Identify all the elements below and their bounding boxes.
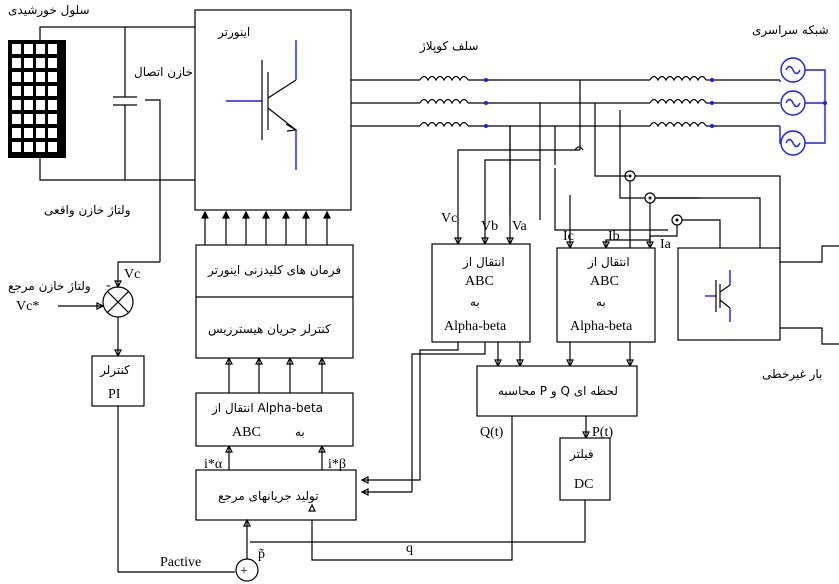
tr1-line1: انتقال از (462, 255, 505, 270)
dc-filter-block (559, 437, 611, 501)
actual-cap-voltage-label: ولتاژ خازن واقعی (44, 203, 131, 218)
vc-star-label: Vc* (16, 299, 39, 314)
tr1-line4: Alpha-beta (444, 319, 507, 334)
inv-transform-line2: ABC (232, 425, 261, 440)
tr1-line3: به (470, 295, 480, 309)
grid-inductor (649, 75, 707, 128)
ia-sense-label: Ia (660, 237, 672, 252)
inverter-block (194, 9, 352, 211)
ac-source-icon (780, 57, 806, 156)
pq-calculation-block (476, 365, 638, 417)
ic-sense-label: Ic (563, 229, 574, 244)
q-label: q (406, 541, 413, 556)
igbt-symbol-icon (226, 40, 298, 170)
solar-panel-icon (8, 40, 66, 158)
switching-arrows (201, 210, 331, 245)
inv-transform-line1: انتقال از Alpha-beta (211, 401, 323, 416)
abc-to-alphabeta-voltage-block (431, 243, 531, 343)
ref-cap-voltage-label: ولتاژ خازن مرجع (8, 279, 91, 294)
p-tilde-label: p̃ (258, 547, 265, 562)
i-beta-label: i*β (328, 457, 346, 472)
tr2-line4: Alpha-beta (570, 319, 633, 334)
i-alpha-label: i*α (204, 457, 223, 472)
pq-calc-label: محاسبه P و Q لحظه ای (498, 384, 618, 399)
abc-to-alphabeta-current-block (556, 247, 656, 343)
reference-currents-block (195, 469, 357, 521)
inv-transform-line3: به (295, 425, 305, 439)
solar-cell-label: سلول خورشیدی (8, 3, 90, 18)
va-sense-label-vc: Vc (441, 211, 457, 226)
hysteresis-label: کنترلر جریان هیسترزیس (208, 322, 331, 337)
qt-label: Q(t) (480, 425, 504, 440)
minus-sign: - (106, 278, 111, 293)
tr2-line1: انتقال از (587, 255, 630, 270)
link-capacitor-label: خازن اتصال (134, 65, 193, 80)
nonlinear-load-block (677, 247, 781, 341)
coupling-inductor-label: سلف کوپلاژ (419, 39, 478, 54)
grid-label: شبکه سراسری (752, 23, 829, 38)
tr2-line3: به (596, 295, 606, 309)
pi-label-line1: کنترلر (99, 363, 130, 378)
plus-sign: + (240, 564, 248, 579)
alphabeta-to-abc-block (195, 392, 354, 447)
pi-controller-block (91, 355, 145, 407)
inverter-label: اینورتر (217, 25, 250, 40)
tr1-line2: ABC (465, 274, 494, 289)
load-igbt-icon (705, 270, 731, 322)
nonlinear-load-label: بار غیرخطی (762, 367, 822, 382)
pt-label: P(t) (592, 425, 613, 440)
switching-commands-label: فرمان های کلیدزنی اینورتر (207, 263, 341, 278)
ib-sense-label: Ib (608, 229, 620, 244)
va-sense-label: Va (512, 219, 528, 234)
filter-line2: DC (574, 477, 593, 492)
pactive-label: Pactive (160, 555, 201, 570)
vb-sense-label: Vb (481, 219, 498, 234)
coupling-inductor-1 (419, 75, 469, 128)
reference-currents-label: تولید جریانهای مرجع (218, 489, 319, 504)
vc-feedback-label: Vc (124, 267, 140, 282)
control-stack-block (195, 244, 354, 359)
tr2-line2: ABC (590, 274, 619, 289)
pi-label-line2: PI (108, 387, 121, 402)
filter-line1: فیلتر (569, 447, 594, 462)
